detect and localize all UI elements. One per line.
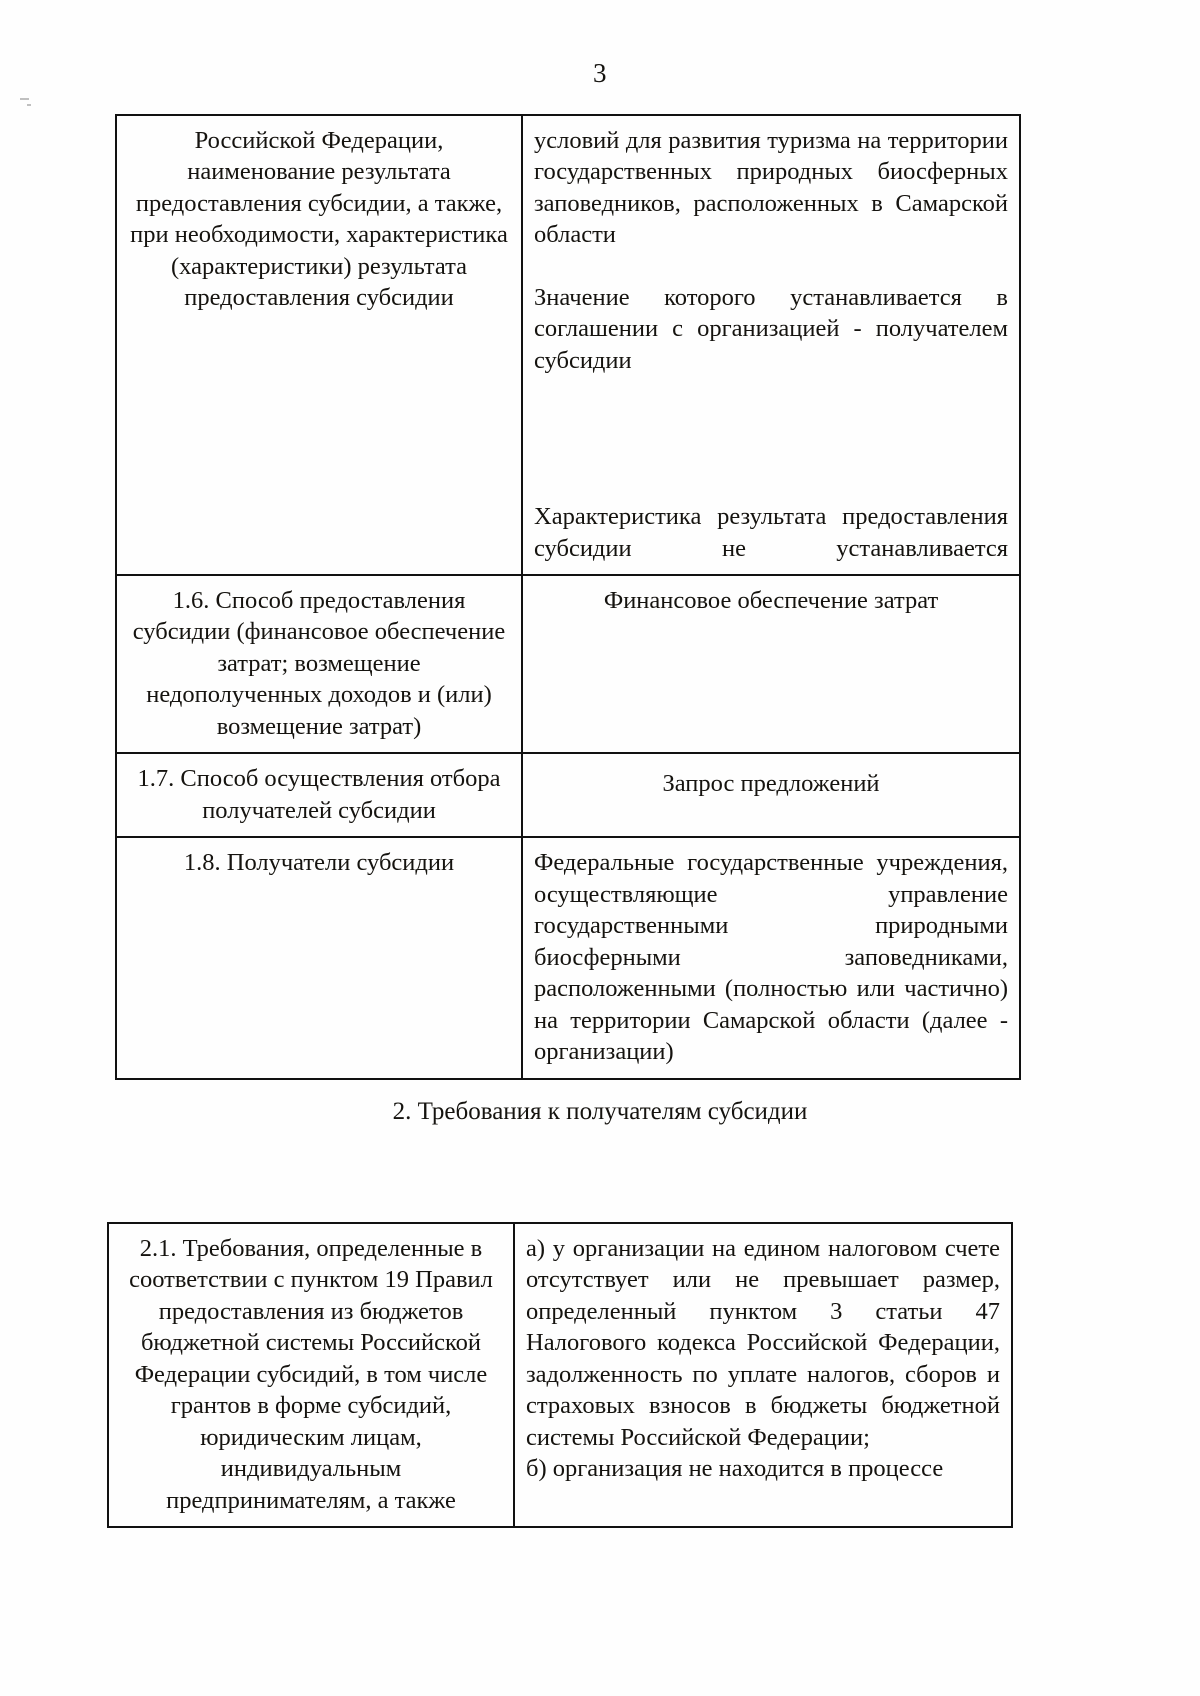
cell-paragraph: Характеристика результата предоставления… [534, 503, 1008, 562]
cell-paragraph: 1.7. Способ осуществления отбора получат… [137, 765, 501, 824]
table-cell-label: 1.8. Получатели субсидии [115, 836, 523, 1080]
table-row: 1.8. Получатели субсидии Федеральные гос… [115, 836, 1021, 1080]
table-cell-label: 1.6. Способ предоставления субсидии (фин… [115, 574, 523, 755]
table-cell-value: Финансовое обеспечение затрат [521, 574, 1021, 755]
cell-paragraph: 2.1. Требования, определенные в соответс… [129, 1235, 493, 1514]
table-cell-value: условий для развития туризма на территор… [521, 113, 1021, 577]
recipient-requirements-table: 2.1. Требования, определенные в соответс… [107, 1221, 1013, 1529]
subsidy-parameters-table: Российской Федерации, наименование резул… [115, 113, 1021, 1080]
cell-paragraph: Российской Федерации, наименование резул… [130, 127, 508, 312]
scan-artifact-mark [20, 98, 29, 100]
cell-paragraph: Финансовое обеспечение затрат [603, 587, 939, 615]
table-cell-label: 1.7. Способ осуществления отбора получат… [115, 752, 523, 839]
page-number: 3 [593, 58, 607, 88]
table-cell-label: Российской Федерации, наименование резул… [115, 113, 523, 577]
table-row: Российской Федерации, наименование резул… [115, 113, 1021, 577]
table-cell-value: Запрос предложений [521, 752, 1021, 839]
table-row: 1.6. Способ предоставления субсидии (фин… [115, 574, 1021, 755]
table-row: 1.7. Способ осуществления отбора получат… [115, 752, 1021, 839]
cell-paragraph: Федеральные государственные учреждения, … [534, 849, 1008, 1066]
table-cell-value: Федеральные государственные учреждения, … [521, 836, 1021, 1080]
cell-paragraph: Значение которого устанавливается в согл… [534, 283, 1008, 374]
cell-paragraph: условий для развития туризма на территор… [534, 127, 1008, 249]
table-cell-value: а) у организации на едином налоговом сче… [513, 1221, 1013, 1529]
cell-paragraph: Запрос предложений [662, 770, 880, 798]
table-cell-label: 2.1. Требования, определенные в соответс… [107, 1221, 515, 1529]
section-heading: 2. Требования к получателям субсидии [392, 1098, 808, 1125]
scan-artifact-mark [27, 104, 31, 106]
cell-paragraph: 1.6. Способ предоставления субсидии (фин… [132, 587, 506, 740]
cell-paragraph: 1.8. Получатели субсидии [183, 849, 455, 877]
table-row: 2.1. Требования, определенные в соответс… [107, 1221, 1013, 1529]
cell-paragraph: а) у организации на едином налоговом сче… [526, 1235, 1000, 1451]
cell-paragraph: б) организация не находится в процессе [526, 1455, 944, 1483]
